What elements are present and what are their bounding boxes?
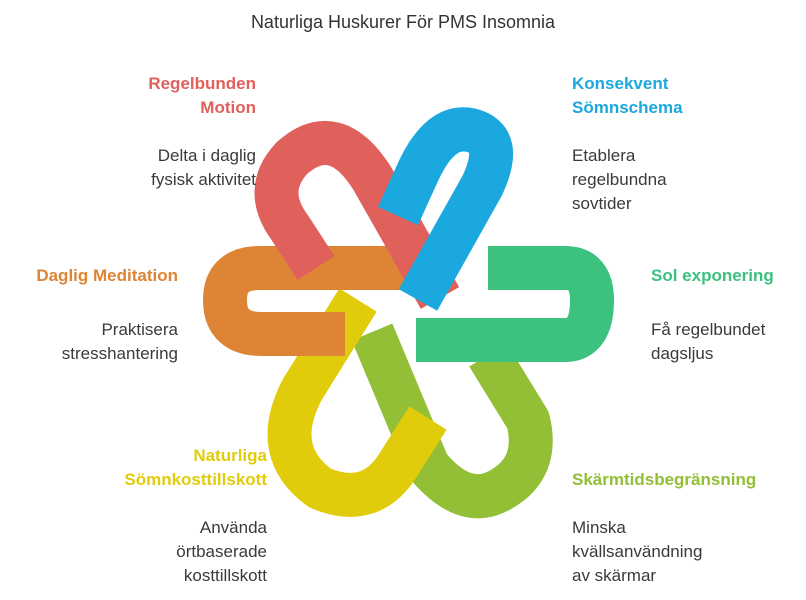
heading-regelbunden-motion: Regelbunden Motion	[40, 72, 256, 120]
heading-line: Sol exponering	[651, 266, 774, 285]
block-skarmtidsbegransning: Skärmtidsbegränsning Minska kvällsanvänd…	[572, 468, 792, 588]
desc-line: fysisk aktivitet	[151, 170, 256, 189]
desc-sol-exponering: Få regelbundet dagsljus	[651, 318, 801, 366]
desc-konsekvent-somnschema: Etablera regelbundna sovtider	[572, 144, 792, 216]
heading-naturliga-somnkosttillskott: Naturliga Sömnkosttillskott	[60, 444, 267, 492]
heading-line: Regelbunden	[148, 74, 256, 93]
desc-line: Använda	[199, 518, 267, 537]
block-naturliga-somnkosttillskott: Naturliga Sömnkosttillskott Använda örtb…	[60, 444, 267, 588]
heading-line: Daglig Meditation	[36, 266, 178, 285]
desc-line: Etablera	[572, 146, 636, 165]
heading-konsekvent-somnschema: Konsekvent Sömnschema	[572, 72, 792, 120]
desc-line: regelbundna	[572, 170, 667, 189]
desc-regelbunden-motion: Delta i daglig fysisk aktivitet	[40, 144, 256, 192]
knot-loop-green	[416, 246, 614, 362]
knot-loop-orange	[203, 246, 410, 356]
block-konsekvent-somnschema: Konsekvent Sömnschema Etablera regelbund…	[572, 72, 792, 216]
knot-loop-blue	[377, 107, 513, 311]
desc-line: kosttillskott	[183, 566, 267, 585]
heading-daglig-meditation: Daglig Meditation	[10, 264, 178, 288]
block-regelbunden-motion: Regelbunden Motion Delta i daglig fysisk…	[40, 72, 256, 192]
knot-loop-lime	[351, 323, 553, 519]
desc-daglig-meditation: Praktisera stresshantering	[10, 318, 178, 366]
heading-line: Konsekvent	[572, 74, 669, 93]
block-sol-exponering: Sol exponering Få regelbundet dagsljus	[651, 264, 801, 366]
desc-line: dagsljus	[651, 344, 714, 363]
heading-line: Skärmtidsbegränsning	[572, 470, 757, 489]
heading-line: Motion	[200, 98, 256, 117]
desc-line: Minska	[572, 518, 626, 537]
desc-line: Delta i daglig	[157, 146, 256, 165]
heading-skarmtidsbegransning: Skärmtidsbegränsning	[572, 468, 792, 492]
desc-line: örtbaserade	[176, 542, 267, 561]
heading-sol-exponering: Sol exponering	[651, 264, 801, 288]
heading-line: Sömnkosttillskott	[124, 470, 267, 489]
desc-skarmtidsbegransning: Minska kvällsanvändning av skärmar	[572, 516, 792, 588]
desc-line: Praktisera	[101, 320, 178, 339]
block-daglig-meditation: Daglig Meditation Praktisera stresshante…	[10, 264, 178, 366]
desc-line: stresshantering	[61, 344, 178, 363]
desc-line: av skärmar	[572, 566, 657, 585]
knot-loop-red	[254, 121, 460, 309]
desc-naturliga-somnkosttillskott: Använda örtbaserade kosttillskott	[60, 516, 267, 588]
knot-loop-yellow	[267, 288, 447, 517]
desc-line: Få regelbundet	[651, 320, 766, 339]
desc-line: sovtider	[572, 194, 632, 213]
page-title: Naturliga Huskurer För PMS Insomnia	[250, 12, 556, 32]
heading-line: Sömnschema	[572, 98, 683, 117]
desc-line: kvällsanvändning	[572, 542, 703, 561]
heading-line: Naturliga	[193, 446, 267, 465]
